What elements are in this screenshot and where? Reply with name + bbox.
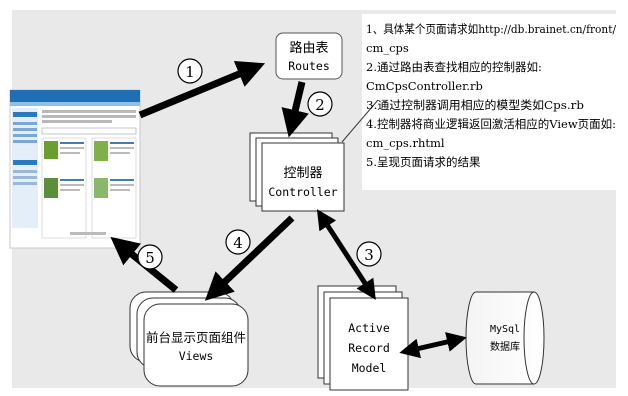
- note-line-7: cm_cps.rhtml: [366, 136, 445, 150]
- arrow-step-4: [204, 215, 295, 301]
- arrow-model-database: [399, 332, 467, 359]
- note-line-4: CmCpsController.rb: [366, 79, 483, 93]
- notes-connector: [341, 99, 379, 143]
- note-line-5: 3.通过控制器调用相应的模型类如Cps.rb: [366, 98, 584, 112]
- database-line1: MySql: [490, 324, 520, 335]
- database-line2: 数据库: [490, 340, 520, 353]
- note-line-8: 5.呈现页面请求的结果: [366, 155, 481, 169]
- step-marker-4: 4: [225, 229, 251, 255]
- step-number-2: 2: [315, 96, 325, 114]
- arrow-step-2: [281, 81, 309, 138]
- step-number-3: 3: [364, 246, 374, 264]
- arrow-step-1: [138, 61, 266, 119]
- active-record-stack: Active Record Model: [317, 285, 409, 391]
- notes-panel: [362, 14, 618, 190]
- note-line-1: 1、具体某个页面请求如http://db.brainet.cn/front/: [366, 22, 616, 36]
- note-line-6: 4.控制器将商业逻辑返回激活相应的View页面如:: [366, 117, 616, 131]
- active-record-line1: Active: [348, 321, 390, 335]
- browser-screenshot: [9, 89, 141, 249]
- step-marker-1: 1: [177, 58, 203, 84]
- notes-list: 1、具体某个页面请求如http://db.brainet.cn/front/ c…: [366, 22, 616, 169]
- step-marker-2: 2: [307, 91, 333, 117]
- active-record-line2: Record: [348, 341, 390, 355]
- views-title: 前台显示页面组件: [146, 330, 246, 345]
- routes-box: 路由表 Routes: [275, 32, 343, 80]
- step-number-1: 1: [185, 63, 195, 81]
- arrow-step-3: [316, 209, 376, 300]
- step-marker-3: 3: [356, 241, 382, 267]
- controller-stack: 控制器 Controller: [249, 132, 345, 212]
- routes-subtitle: Routes: [288, 59, 330, 73]
- controller-title: 控制器: [283, 166, 322, 181]
- database-cylinder: MySql 数据库: [465, 291, 545, 385]
- routes-title: 路由表: [289, 40, 328, 56]
- step-marker-5: 5: [137, 244, 163, 270]
- views-subtitle: Views: [179, 349, 214, 363]
- views-stack: 前台显示页面组件 Views: [129, 291, 249, 387]
- controller-subtitle: Controller: [268, 185, 337, 199]
- note-line-3: 2.通过路由表查找相应的控制器如:: [366, 60, 542, 74]
- step-number-5: 5: [145, 249, 155, 267]
- active-record-line3: Model: [352, 361, 387, 375]
- step-number-4: 4: [233, 234, 243, 252]
- note-line-2: cm_cps: [366, 41, 409, 55]
